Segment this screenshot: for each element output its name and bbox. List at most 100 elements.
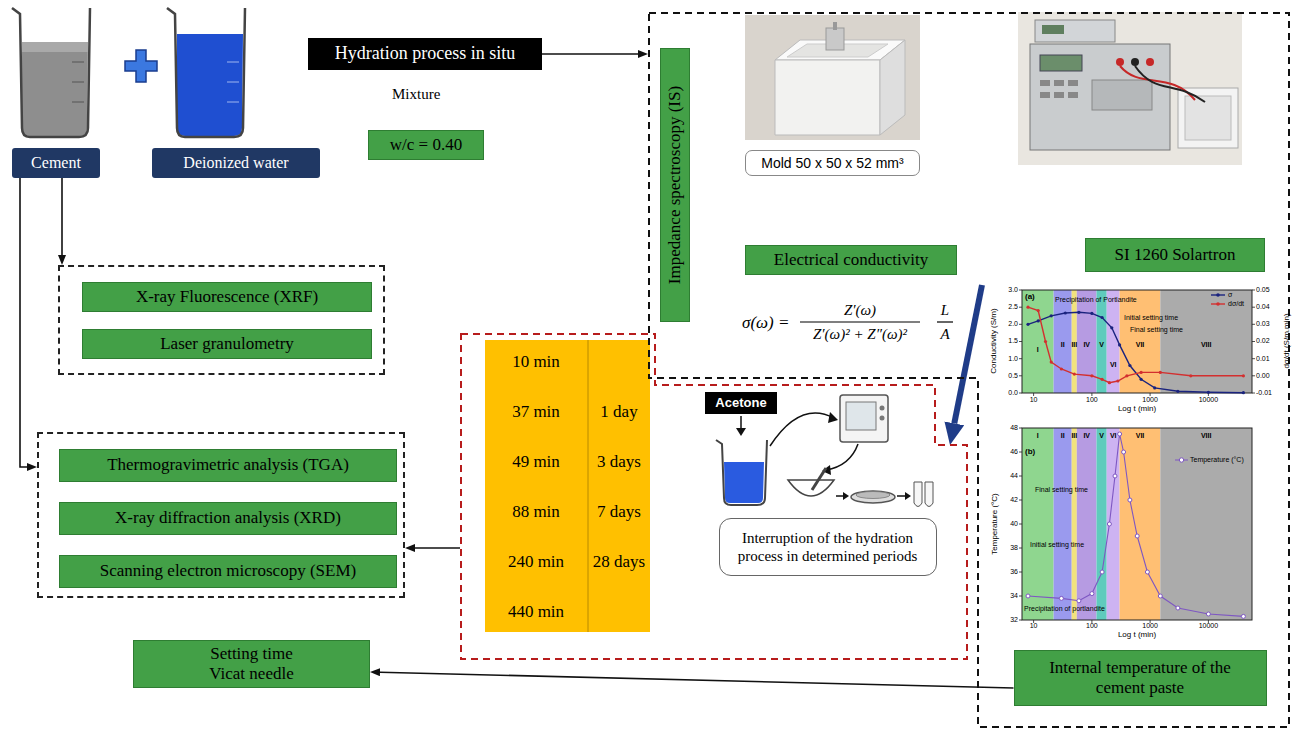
stage-numeral: VIII [1201,432,1212,440]
stage-numeral: IV [1083,432,1090,440]
material-label: Cement [12,148,100,178]
tick-label: 10 [1030,396,1038,404]
plus-sign [125,50,157,82]
table-cell: 88 min [512,502,560,522]
dashed-border [649,13,1289,727]
connector [61,178,63,255]
method-box: Impedance spectroscopy (IS) [660,48,690,322]
node-text: Laser granulometry [160,334,294,354]
analysis-box: Scanning electron microscopy (SEM) [59,555,397,588]
water-beaker [167,8,245,137]
annotation-label: Precipitation of Portlandite [1055,296,1137,304]
formula-term: Z′(ω)² + Z″(ω)² [813,326,907,343]
node-text: Acetone [715,395,766,411]
method-group: Impedance spectroscopy (IS) Mold 50 x 50 … [648,12,1290,728]
annotation-label: Initial setting time [1124,314,1178,322]
legend-text: Temperature (°C) [1190,456,1244,464]
annotation-label: Initial setting time [1030,541,1084,549]
tick-label: 36 [1010,568,1018,576]
times-table [485,340,650,632]
tick-label: 48 [1010,424,1018,432]
stage-numeral: III [1071,432,1077,440]
table-cell: 240 min [508,552,564,572]
tick-label: 0.5 [1008,372,1018,380]
axis-title: dσ/dt (S/m.min) [1282,313,1291,368]
axis-title: Log t (min) [1118,630,1156,639]
dashed-border [461,334,967,659]
formula-term: A [940,326,949,343]
tick-label: 0.0 [1008,389,1018,397]
tick-label: 10000 [1199,396,1218,404]
node-text: Hydration process in situ [335,43,515,65]
node-text: Impedance spectroscopy (IS) [665,86,685,284]
connector [542,53,638,55]
stage-numeral: I [1037,432,1039,440]
caption-box: Mold 50 x 50 x 52 mm³ [745,150,920,176]
stage-numeral: II [1061,432,1065,440]
node-text: Electrical conductivity [774,250,928,270]
stage-numeral: VI [1110,432,1117,440]
test-box: Setting time Vicat needle [133,640,370,688]
tick-label: 1.5 [1008,337,1018,345]
tick-label: 2.0 [1008,320,1018,328]
tick-label: 32 [1010,616,1018,624]
stage-numeral: I [1037,346,1039,354]
stage-numeral: V [1099,432,1104,440]
fraction-bar [937,321,953,322]
tick-label: 38 [1010,544,1018,552]
annotation-label: Final setting time [1035,486,1088,494]
node-text: SI 1260 Solartron [1115,245,1236,265]
connector [380,672,1014,688]
group-outline [648,12,1290,728]
stage-numeral: VII [1136,341,1145,349]
stage-numeral: VI [1110,361,1117,369]
tick-label: 0.02 [1256,337,1270,345]
tick-label: 1.0 [1008,355,1018,363]
flow-arrow [954,285,982,423]
tick-label: 100 [1086,396,1098,404]
stage-numeral: V [1099,341,1104,349]
table-cell: 3 days [597,452,641,472]
mold-photo [745,15,920,140]
legend-text: dσ/dt [1228,300,1244,308]
tick-label: -0.01 [1256,389,1272,397]
note-label: Mixture [392,86,440,103]
axis-title: Conductivity (S/m) [989,308,998,373]
reagent-label: Acetone [705,392,777,414]
panel-letter: (a) [1025,292,1035,301]
tick-label: 46 [1010,448,1018,456]
conductivity-chart [1019,290,1255,396]
tick-label: 42 [1010,496,1018,504]
analysis-group: Thermogravimetric analysis (TGA)X-ray di… [37,432,405,598]
table-cell: 440 min [508,602,564,622]
measurement-box: Internal temperature of the cement paste [1014,650,1267,706]
axis-title: Log t (min) [1118,404,1156,413]
property-box: Electrical conductivity [745,245,957,275]
tick-label: 1000 [1142,396,1158,404]
axis-title: Temperature (°C) [990,493,999,554]
node-text: w/c = 0.40 [390,135,462,155]
analysis-box: Laser granulometry [82,329,372,359]
note-box: Interruption of the hydration process in… [719,518,937,576]
table-cell: 49 min [512,452,560,472]
node-text: Interruption of the hydration process in… [728,529,928,565]
tick-label: 1000 [1142,622,1158,630]
analysis-box: X-ray Fluorescence (XRF) [82,282,372,312]
annotation-label: Final setting time [1130,326,1183,334]
table-cell: 7 days [597,502,641,522]
tick-label: 10 [1030,622,1038,630]
node-text: X-ray diffraction analysis (XRD) [115,508,341,528]
analysis-group: X-ray Fluorescence (XRF) Laser granulomet… [58,265,385,375]
temperature-chart [1019,428,1252,623]
node-text: Scanning electron microscopy (SEM) [100,561,356,581]
tick-label: 40 [1010,520,1018,528]
formula-term: L [941,302,949,319]
tick-label: 44 [1010,472,1018,480]
analysis-box: X-ray diffraction analysis (XRD) [59,502,397,535]
material-label: Deionized water [152,148,320,178]
node-text: Deionized water [183,153,288,172]
tick-label: 0.04 [1256,303,1270,311]
tick-label: 100 [1086,622,1098,630]
node-text: Cement [31,153,81,172]
